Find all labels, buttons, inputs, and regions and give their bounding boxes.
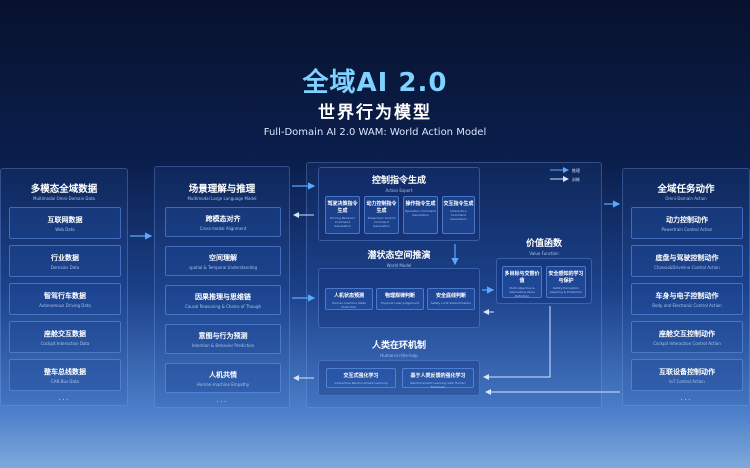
hitl-box: [318, 360, 480, 396]
omni-data-subtitle: Multimodal Omni-Domain Data: [33, 196, 95, 201]
main-title: 全域AI 2.0: [302, 68, 448, 98]
legend-training: 训练: [572, 177, 580, 182]
legend-inference: 推理: [572, 168, 580, 173]
omni-data-panel: 多模态全域数据 Multimodal Omni-Domain Data 互联网数…: [0, 168, 128, 406]
value-function-box: [496, 258, 592, 304]
omni-data-title: 多模态全域数据: [30, 184, 98, 195]
scene-subtitle: Multimodal Large Language Model: [187, 196, 257, 201]
value-to-hitl-arrow: [483, 306, 551, 380]
world-model-box: [318, 268, 480, 328]
main-subtitle: 世界行为模型: [318, 103, 432, 123]
more-indicator: ...: [680, 393, 692, 403]
omni-action-title: 全域任务动作: [657, 184, 715, 195]
omni-action-subtitle: Omni-Domain Action: [665, 196, 707, 201]
more-indicator: ...: [216, 395, 228, 405]
scene-title: 场景理解与推理: [188, 184, 256, 195]
core-model-panel: [306, 162, 602, 408]
scene-understanding-panel: 场景理解与推理 Multimodal Large Language Model …: [154, 166, 290, 408]
tagline: Full-Domain AI 2.0 WAM: World Action Mod…: [263, 127, 487, 138]
more-indicator: ...: [58, 393, 70, 403]
action-expert-box: [318, 167, 480, 241]
